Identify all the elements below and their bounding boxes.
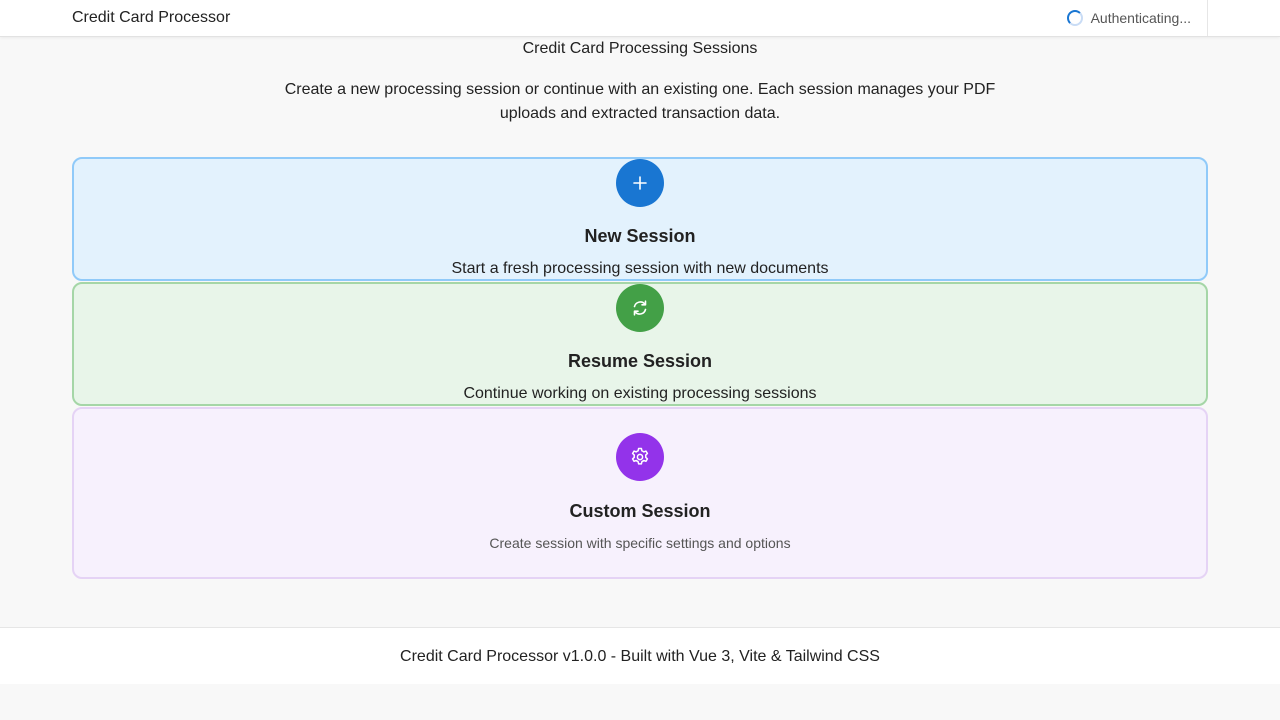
gear-icon [616,433,664,481]
header-container: Credit Card Processor Authenticating... [72,0,1208,36]
app-footer: Credit Card Processor v1.0.0 - Built wit… [0,627,1280,684]
custom-session-title: Custom Session [569,501,711,521]
resume-session-card[interactable]: Resume Session Continue working on exist… [72,282,1208,406]
app-header: Credit Card Processor Authenticating... [0,0,1280,37]
refresh-icon [616,284,664,332]
new-session-card[interactable]: New Session Start a fresh processing ses… [72,157,1208,281]
custom-session-description: Create session with specific settings an… [489,535,791,551]
auth-status: Authenticating... [1066,10,1191,26]
app-title[interactable]: Credit Card Processor [72,9,231,26]
page-description: Create a new processing session or conti… [284,81,996,122]
resume-session-description: Continue working on existing processing … [463,385,817,402]
resume-session-title: Resume Session [567,351,713,371]
custom-session-card[interactable]: Custom Session Create session with speci… [72,407,1208,579]
auth-status-text: Authenticating... [1090,10,1191,26]
new-session-description: Start a fresh processing session with ne… [451,260,829,277]
plus-icon [616,159,664,207]
new-session-title: New Session [584,226,696,246]
footer-text: Credit Card Processor v1.0.0 - Built wit… [400,648,880,665]
page-title: Credit Card Processing Sessions [522,40,758,57]
loading-spinner-icon [1066,10,1083,26]
